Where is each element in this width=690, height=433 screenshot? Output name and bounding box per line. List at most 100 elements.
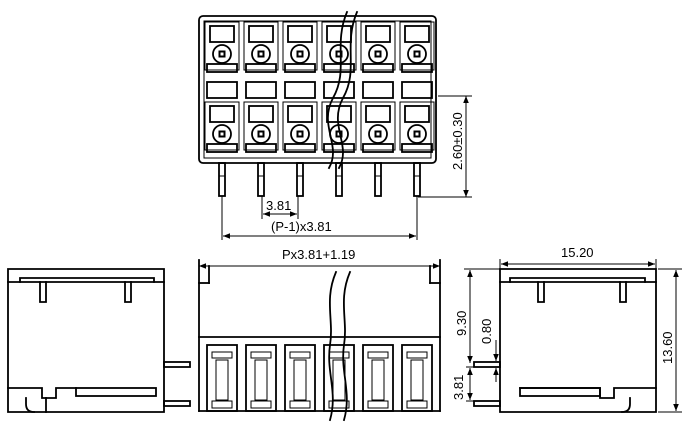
- slot-outline: [323, 344, 355, 412]
- screw-circle: [368, 124, 388, 144]
- dim-overall-width-label: Px3.81+1.19: [282, 247, 355, 262]
- screw-square-inner: [298, 52, 302, 56]
- cell-frame: [282, 101, 318, 151]
- pin: [257, 162, 265, 197]
- screw-circle: [407, 124, 427, 144]
- top-view-outline: [198, 15, 437, 164]
- cell-window: [209, 25, 235, 43]
- right-view-pin-upper: [473, 361, 501, 368]
- front-slot: [206, 344, 238, 412]
- terminal-cell: [399, 101, 435, 153]
- break-line-top-right: [337, 10, 359, 170]
- terminal-cell: [282, 21, 318, 73]
- cell-base: [401, 143, 433, 153]
- slot-outline: [206, 344, 238, 412]
- pin: [296, 162, 304, 197]
- slot-contact: [215, 359, 229, 401]
- pin-row-top-view: [218, 162, 421, 197]
- cell-window: [365, 25, 391, 43]
- front-slot-row: [206, 344, 433, 412]
- screw-circle: [251, 124, 271, 144]
- screw-square-inner: [376, 52, 380, 56]
- screw-square-inner: [298, 132, 302, 136]
- screw-circle: [290, 124, 310, 144]
- screw-square-inner: [337, 132, 341, 136]
- cell-frame: [321, 101, 357, 151]
- screw-square-inner: [376, 132, 380, 136]
- dim-pitch-label: 3.81: [266, 198, 291, 213]
- cell-frame: [399, 101, 435, 151]
- terminal-cell: [204, 21, 240, 73]
- screw-circle: [368, 44, 388, 64]
- cell-frame: [204, 21, 240, 71]
- slot-outline: [362, 344, 394, 412]
- terminal-cell: [204, 101, 240, 153]
- dim-depth: 15.20: [499, 245, 657, 270]
- pin: [218, 162, 226, 197]
- slot-outline: [401, 344, 433, 412]
- right-view-outline: [499, 268, 657, 413]
- terminal-cell: [243, 21, 279, 73]
- pin: [335, 162, 343, 197]
- cell-frame: [360, 21, 396, 71]
- screw-square-inner: [415, 132, 419, 136]
- dim-height-upper-label: 9.30: [454, 311, 469, 336]
- front-slot: [362, 344, 394, 412]
- dim-span: (P-1)x3.81: [221, 196, 418, 240]
- cell-base: [323, 63, 355, 73]
- cell-base: [284, 63, 316, 73]
- screw-circle: [212, 44, 232, 64]
- slot-outline: [245, 344, 277, 412]
- screw-circle: [212, 124, 232, 144]
- break-line-front-right: [342, 270, 352, 422]
- cell-window: [287, 105, 313, 123]
- screw-circle: [251, 44, 271, 64]
- front-slot: [401, 344, 433, 412]
- top-view: [198, 10, 437, 197]
- terminal-cell: [243, 101, 279, 153]
- dim-pin-offset: 3.81: [451, 368, 500, 402]
- cell-window: [404, 25, 430, 43]
- left-view-outline: [7, 268, 165, 413]
- cell-base: [245, 63, 277, 73]
- front-slot: [284, 344, 316, 412]
- slot-bottom-bar: [367, 400, 389, 409]
- cell-frame: [399, 21, 435, 71]
- right-side-view: [473, 268, 657, 413]
- slot-top-bar: [406, 351, 428, 359]
- dim-pin-thickness: 0.80: [466, 319, 500, 382]
- cell-base: [362, 63, 394, 73]
- cell-base: [206, 143, 238, 153]
- dim-span-label: (P-1)x3.81: [271, 219, 332, 234]
- slot-bottom-bar: [289, 400, 311, 409]
- front-view: Px3.81+1.19: [198, 247, 441, 422]
- dim-pin-thickness-label: 0.80: [479, 319, 494, 344]
- cell-window: [209, 105, 235, 123]
- dim-height-upper: 9.30: [454, 268, 500, 363]
- screw-square-inner: [259, 52, 263, 56]
- pin: [374, 162, 382, 197]
- slot-contact: [254, 359, 268, 401]
- top-view-inner-outline: [203, 20, 432, 159]
- cell-window: [404, 105, 430, 123]
- cell-window: [248, 25, 274, 43]
- middle-slot: [206, 81, 238, 99]
- cell-frame: [321, 21, 357, 71]
- cell-frame: [204, 101, 240, 151]
- front-slot: [245, 344, 277, 412]
- right-view-pin-lower: [473, 400, 501, 407]
- terminal-cell: [399, 21, 435, 73]
- cell-base: [245, 143, 277, 153]
- terminal-cell-grid: [204, 21, 435, 153]
- screw-square-inner: [415, 52, 419, 56]
- middle-slot-row: [206, 81, 433, 99]
- cell-window: [326, 25, 352, 43]
- dim-pin-offset-label: 3.81: [451, 375, 466, 400]
- terminal-cell: [282, 101, 318, 153]
- screw-square-inner: [220, 132, 224, 136]
- cell-frame: [360, 101, 396, 151]
- pin: [413, 162, 421, 197]
- left-view-pin-upper: [163, 361, 191, 368]
- middle-slot: [284, 81, 316, 99]
